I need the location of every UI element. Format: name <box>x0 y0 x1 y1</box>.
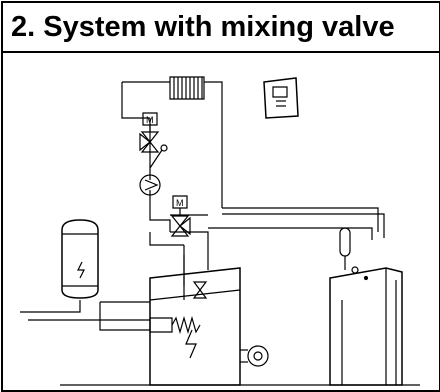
buffer-inlet-valve-icon <box>194 282 206 298</box>
sensor-icon <box>150 145 167 168</box>
hot-water-cylinder-icon <box>62 220 98 298</box>
page-title: 2. System with mixing valve <box>11 11 395 43</box>
room-control-unit-icon <box>264 78 298 118</box>
immersion-heater-icon <box>150 318 200 332</box>
fan-icon <box>240 346 268 366</box>
heat-pump-unit-icon <box>330 268 402 385</box>
title-bar: 2. System with mixing valve <box>3 3 439 53</box>
radiator-icon <box>170 77 204 99</box>
expansion-vessel-icon <box>340 228 358 273</box>
mixing-valve-motor-label: M <box>146 115 154 125</box>
heating-pump-icon <box>140 175 160 195</box>
mixing-valve-icon <box>140 113 158 152</box>
three-way-valve-icon <box>172 196 190 236</box>
three-way-valve-motor-label: M <box>176 198 184 208</box>
